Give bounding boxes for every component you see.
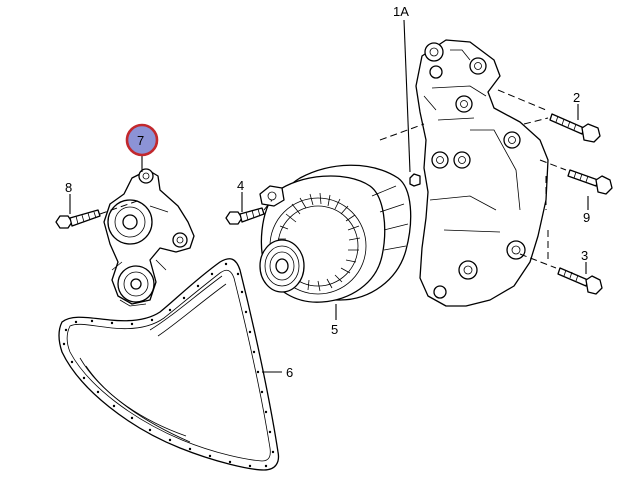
callout-9: 9 [583,210,590,225]
bolt-2[interactable] [549,113,601,143]
callout-7[interactable]: 7 [137,133,144,148]
bolt-9[interactable] [567,169,613,195]
leader-lines [69,19,589,373]
alternator[interactable] [259,164,412,303]
callout-8: 8 [65,180,72,195]
mounting-bracket[interactable] [409,39,549,307]
callout-5: 5 [331,322,338,337]
callout-4: 4 [237,178,244,193]
bolt-8[interactable] [55,209,101,229]
bolt-4[interactable] [225,207,265,225]
callout-6: 6 [286,365,293,380]
callout-1a: 1A [393,4,409,19]
callout-3: 3 [581,248,588,263]
bolt-3[interactable] [557,267,603,295]
belt-tensioner[interactable] [103,168,195,307]
callout-2: 2 [573,90,580,105]
callout-7-highlight [125,123,159,157]
assembly-lines [99,89,567,269]
poly-v-belt[interactable] [58,258,280,471]
